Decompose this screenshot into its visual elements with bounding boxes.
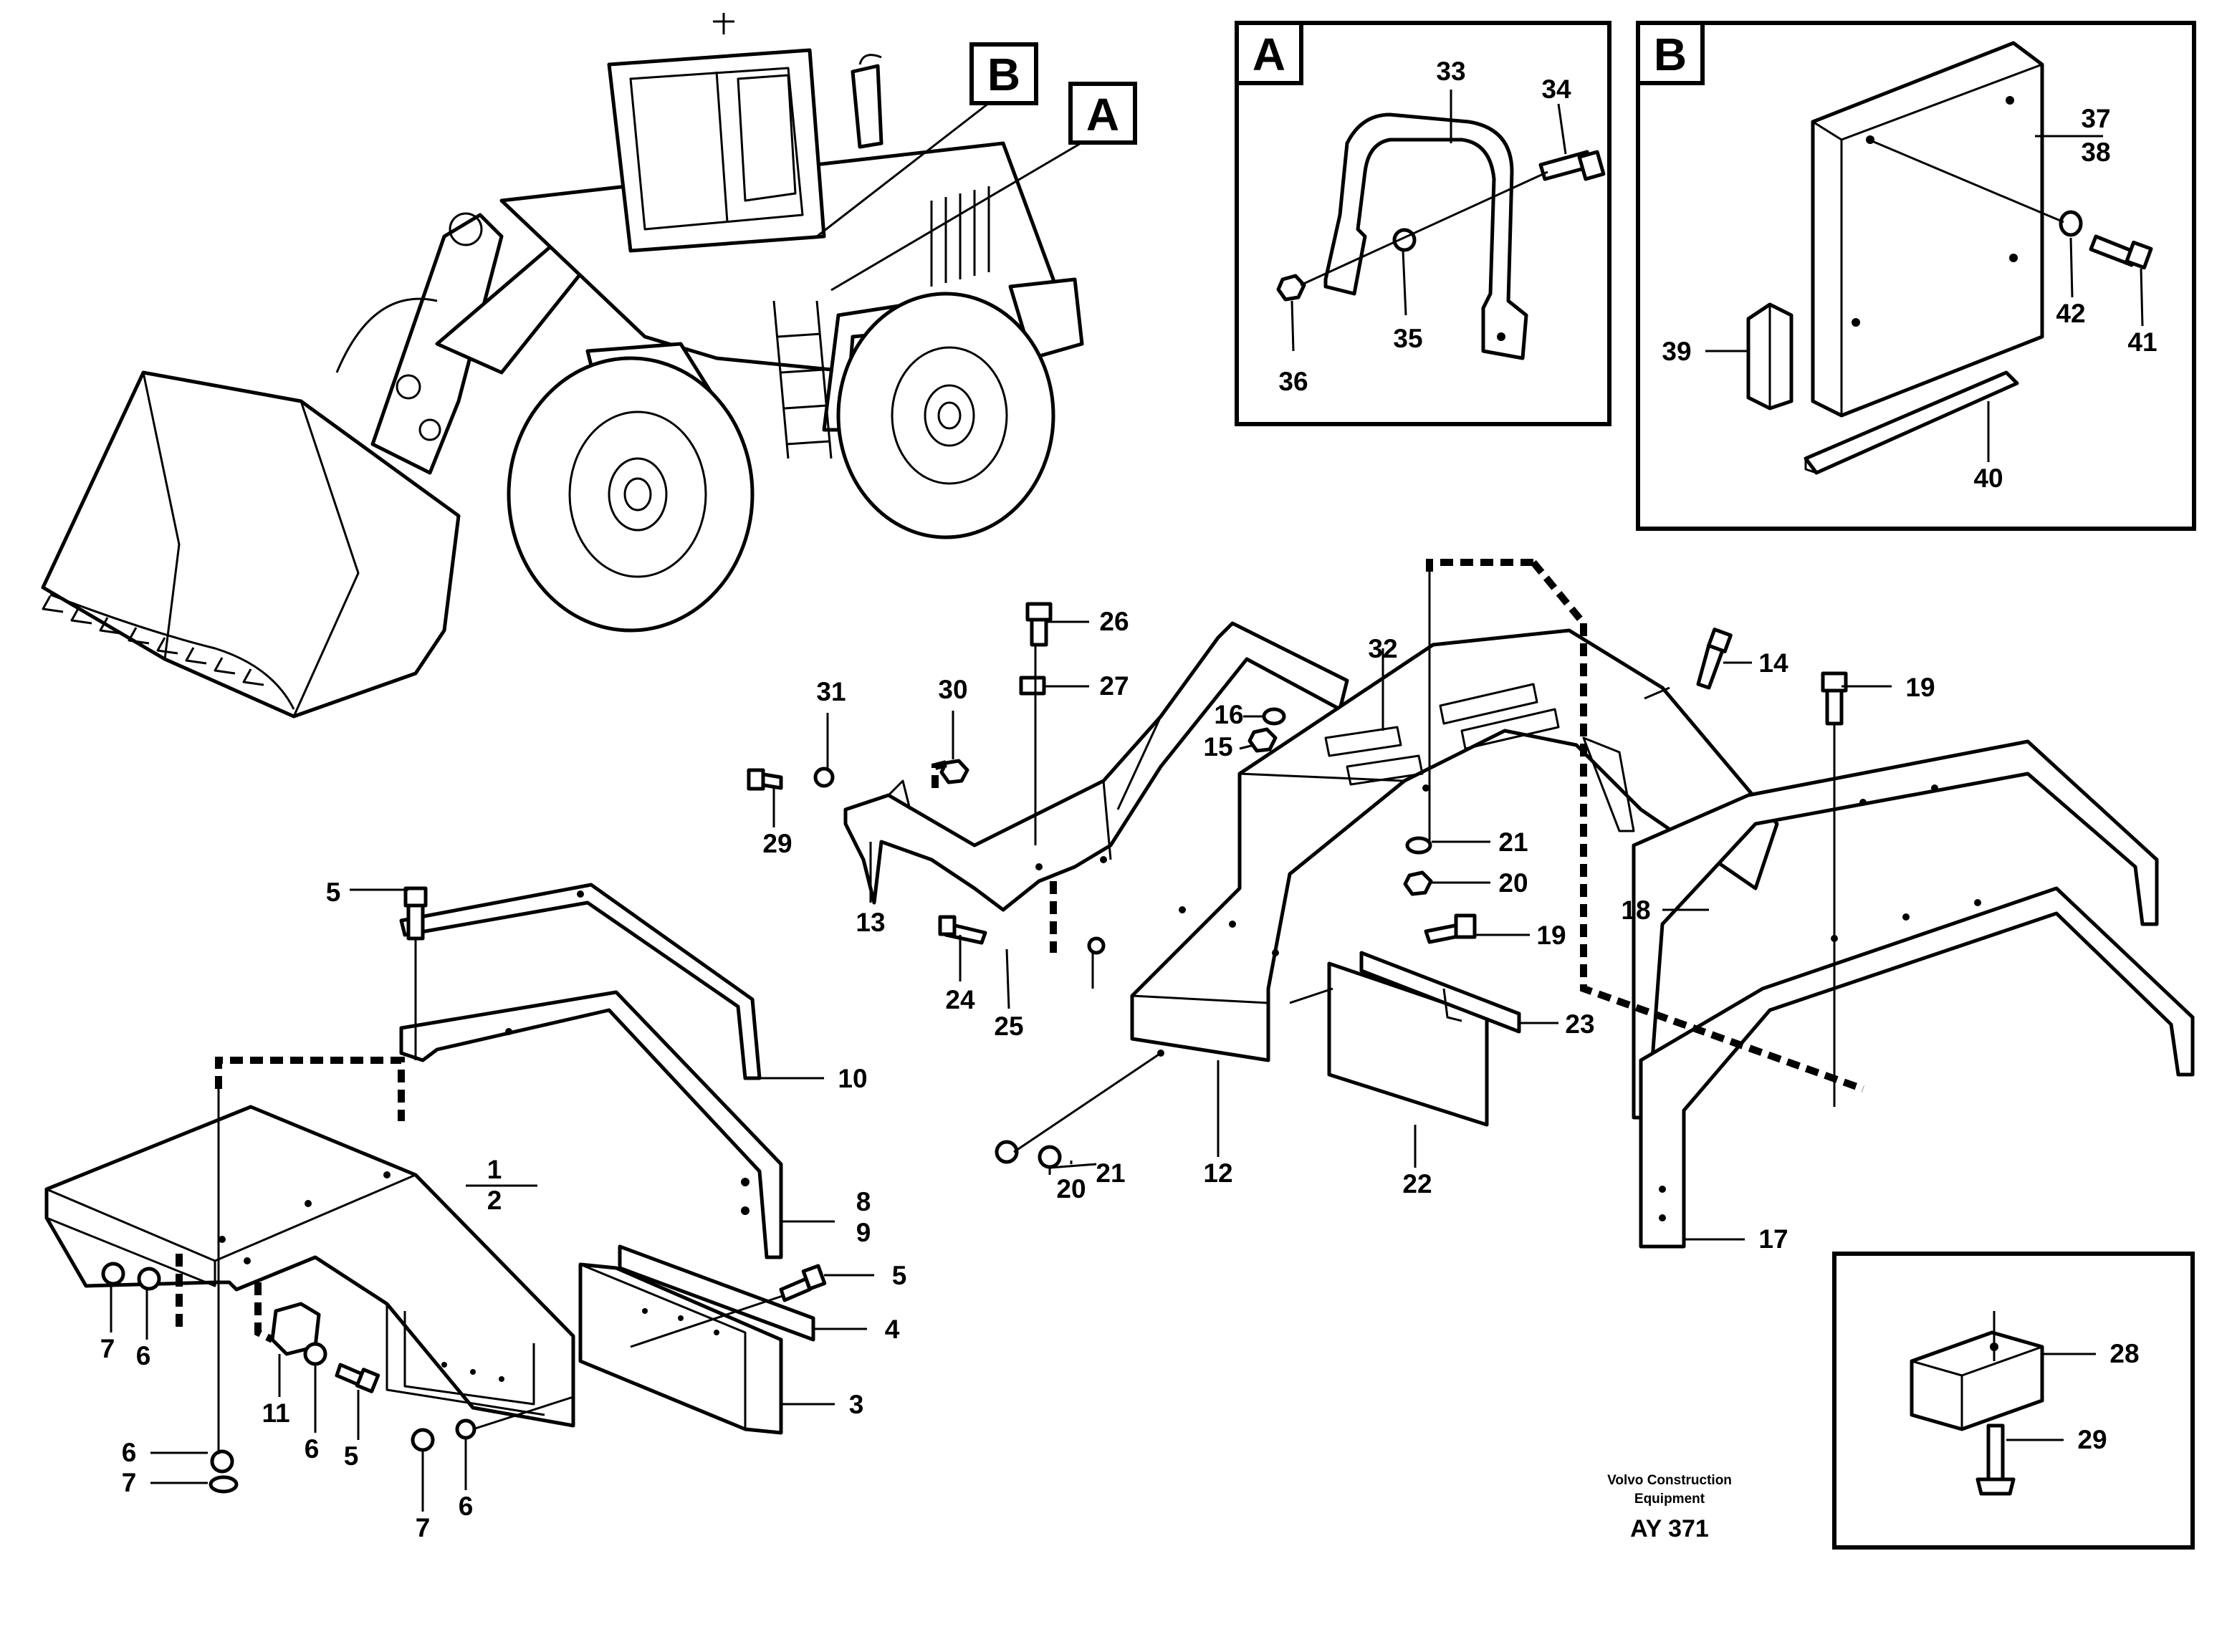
- label-13: 13: [856, 908, 885, 937]
- label-6-bottom: 6: [459, 1492, 474, 1521]
- inset-b-letter: B: [1654, 29, 1687, 80]
- label-29: 29: [762, 829, 792, 858]
- label-23: 23: [1565, 1009, 1594, 1039]
- label-16: 16: [1214, 700, 1243, 729]
- label-11: 11: [262, 1398, 289, 1428]
- label-15: 15: [1203, 732, 1232, 762]
- credit-line-1: Volvo Construction: [1607, 1473, 1732, 1488]
- label-37: 37: [2081, 104, 2110, 133]
- label-41: 41: [2127, 327, 2157, 357]
- inset-b: B 37 38 39 40 41 42: [1636, 21, 2196, 531]
- publisher-credit: Volvo Construction Equipment AY 371: [1607, 1473, 1732, 1542]
- credit-line-2: Equipment: [1634, 1492, 1705, 1507]
- label-21-lower: 21: [1096, 1158, 1125, 1188]
- label-40: 40: [1973, 464, 2003, 493]
- label-42: 42: [2056, 299, 2085, 328]
- label-30: 30: [938, 675, 967, 704]
- label-7-lower: 7: [122, 1468, 137, 1497]
- label-34: 34: [1541, 75, 1571, 104]
- label-20-lower: 20: [1056, 1174, 1086, 1204]
- label-18: 18: [1621, 895, 1650, 925]
- label-4: 4: [885, 1315, 900, 1344]
- label-6-lower: 6: [122, 1438, 137, 1467]
- label-19-mid: 19: [1536, 921, 1566, 950]
- label-17: 17: [1758, 1224, 1788, 1254]
- label-25: 25: [994, 1012, 1023, 1041]
- label-36: 36: [1278, 367, 1308, 396]
- label-31: 31: [816, 677, 846, 706]
- label-24: 24: [945, 985, 975, 1014]
- label-7-left: 7: [100, 1334, 115, 1363]
- label-20-upper: 20: [1498, 868, 1528, 898]
- label-38: 38: [2081, 138, 2110, 167]
- label-27: 27: [1099, 671, 1129, 701]
- label-7-bottom: 7: [416, 1513, 431, 1542]
- label-9: 9: [856, 1218, 871, 1247]
- figure-id: AY 371: [1630, 1515, 1709, 1542]
- label-39: 39: [1662, 337, 1691, 366]
- label-35: 35: [1393, 324, 1422, 353]
- label-6-left: 6: [136, 1341, 151, 1370]
- label-5-bottom: 5: [344, 1441, 359, 1471]
- rear-fender-assembly: 26 27 30 31 29 13 24 25 16 15 32 14 19 2…: [747, 559, 2195, 1254]
- callout-a-letter: A: [1086, 89, 1119, 140]
- label-29-inset: 29: [2077, 1425, 2107, 1454]
- label-12: 12: [1203, 1158, 1232, 1188]
- label-26: 26: [1099, 607, 1129, 636]
- inset-a: A 33 34 35 36: [1235, 21, 1611, 426]
- label-32: 32: [1368, 634, 1397, 663]
- label-33: 33: [1436, 57, 1465, 86]
- label-28: 28: [2109, 1339, 2139, 1368]
- label-5-top: 5: [326, 878, 341, 907]
- front-fender-assembly: 5 10 1 2 8 9 5 4 3 7 6 11 6 5 6 7 7 6: [44, 878, 907, 1542]
- label-14: 14: [1758, 648, 1788, 678]
- wheel-loader-illustration: [41, 13, 1084, 719]
- machine-callout-b: B: [816, 42, 1038, 238]
- label-22: 22: [1402, 1169, 1432, 1199]
- label-19-right: 19: [1905, 673, 1935, 702]
- label-5-right: 5: [892, 1261, 907, 1290]
- label-6-mid: 6: [305, 1434, 320, 1464]
- label-2: 2: [487, 1186, 502, 1215]
- label-8: 8: [856, 1187, 871, 1216]
- callout-b-letter: B: [987, 49, 1020, 100]
- inset-rubber-block: 28 29: [1832, 1252, 2195, 1550]
- label-1: 1: [487, 1155, 502, 1184]
- label-21-upper: 21: [1498, 827, 1528, 857]
- machine-callout-a: A: [830, 82, 1137, 292]
- label-10: 10: [838, 1064, 867, 1093]
- label-3: 3: [849, 1390, 864, 1419]
- inset-a-letter: A: [1253, 29, 1285, 80]
